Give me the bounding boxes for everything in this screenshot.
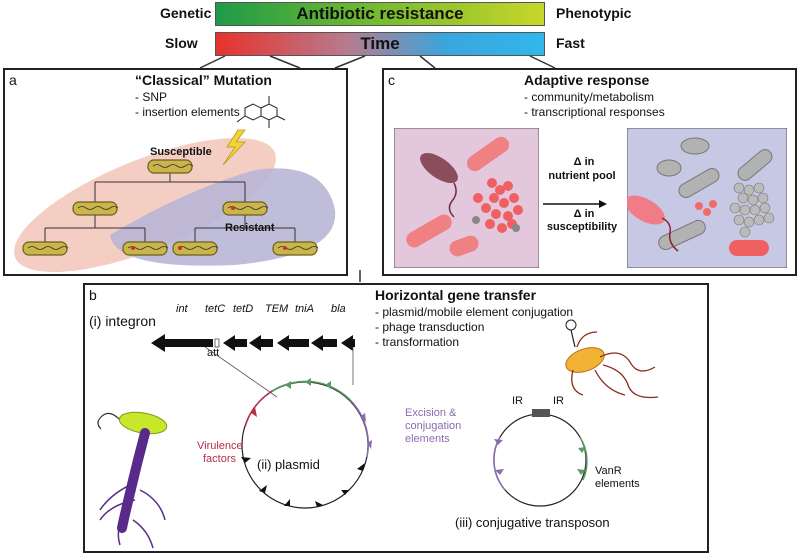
ir-right-label: IR xyxy=(553,395,564,407)
antibiotic-resistance-title: Antibiotic resistance xyxy=(296,4,464,23)
bacterium-orange-icon xyxy=(565,347,605,373)
panel-c-title: Adaptive response xyxy=(524,72,650,88)
panel-b-item-1: - plasmid/mobile element conjugation xyxy=(375,305,574,319)
panel-b-item-3: - transformation xyxy=(375,335,460,349)
antibiotic-molecule-icon xyxy=(236,96,286,128)
panel-a-item-1: - SNP xyxy=(135,90,168,104)
ir-left-label: IR xyxy=(512,395,523,407)
gene-int: int xyxy=(176,303,188,315)
panel-b-title: Horizontal gene transfer xyxy=(375,287,537,303)
plasmid-circle xyxy=(241,381,369,509)
panel-b: b Horizontal gene transfer - plasmid/mob… xyxy=(83,283,709,553)
community-after-image xyxy=(627,128,787,268)
panel-b-item-2: - phage transduction xyxy=(375,320,485,334)
phenotypic-label: Phenotypic xyxy=(556,5,632,21)
bacterium-root xyxy=(147,159,193,174)
resistant-blob xyxy=(110,168,336,266)
bacterium-l1 xyxy=(72,201,118,216)
gene-tetD: tetD xyxy=(233,303,254,315)
time-bar: Time xyxy=(215,32,545,56)
gene-bla: bla xyxy=(331,303,346,315)
antibiotic-resistance-bar: Antibiotic resistance xyxy=(215,2,545,26)
community-before-image xyxy=(394,128,539,268)
bacterium-purple-icon xyxy=(117,428,150,533)
gene-tniA: tniA xyxy=(295,303,314,315)
lightning-icon xyxy=(222,129,246,166)
virulence-2: factors xyxy=(203,453,237,465)
bacterium-r2b xyxy=(272,241,318,256)
arrow-bottom-1: Δ in xyxy=(573,208,595,220)
panel-a: a “Classical” Mutation - SNP - insertion… xyxy=(3,68,348,276)
excision-1: Excision & xyxy=(405,407,457,419)
excision-3: elements xyxy=(405,433,450,445)
phage-icon xyxy=(565,319,577,331)
integron-label: (i) integron xyxy=(89,313,156,329)
panel-a-title: “Classical” Mutation xyxy=(135,72,272,88)
excision-2: conjugation xyxy=(405,420,462,432)
susceptible-label: Susceptible xyxy=(150,146,212,158)
ir-block xyxy=(532,409,550,417)
virulence-1: Virulence xyxy=(197,440,243,452)
hgt-diagram xyxy=(97,319,659,549)
panel-a-letter: a xyxy=(9,72,17,88)
panel-c-item-1: - community/metabolism xyxy=(524,90,655,104)
resistant-label: Resistant xyxy=(225,222,275,234)
panel-c-item-2: - transcriptional responses xyxy=(524,105,665,119)
panel-b-connector xyxy=(359,270,361,282)
vanr-2: elements xyxy=(595,478,640,490)
panel-c: c Adaptive response - community/metaboli… xyxy=(382,68,797,276)
gene-TEM: TEM xyxy=(265,303,289,315)
bacterium-r2a xyxy=(172,241,218,256)
vanr-1: VanR xyxy=(595,465,622,477)
gene-tetC: tetC xyxy=(205,303,226,315)
bacterium-l2b xyxy=(122,241,168,256)
fast-label: Fast xyxy=(556,35,585,51)
bacterium-l2a xyxy=(22,241,68,256)
panel-connectors xyxy=(199,55,556,69)
transposon-label: (iii) conjugative transposon xyxy=(455,515,610,530)
arrow-svg xyxy=(543,200,607,208)
panel-b-letter: b xyxy=(89,287,97,303)
arrow-right-icon xyxy=(599,200,607,208)
bacterium-r1 xyxy=(222,201,268,216)
susceptible-blob xyxy=(14,137,276,273)
time-title: Time xyxy=(360,34,400,53)
arrow-top-1: Δ in xyxy=(573,156,595,168)
integron-arrows xyxy=(151,334,355,352)
genetic-label: Genetic xyxy=(160,5,212,21)
transposon-circle xyxy=(493,413,587,507)
plasmid-label: (ii) plasmid xyxy=(257,457,320,472)
panel-a-item-2: - insertion elements xyxy=(135,105,240,119)
mutation-tree xyxy=(14,96,336,273)
slow-label: Slow xyxy=(165,35,198,51)
arrow-top-2: nutrient pool xyxy=(548,170,616,182)
arrow-bottom-2: susceptibility xyxy=(546,221,618,233)
panel-c-letter: c xyxy=(388,72,395,88)
